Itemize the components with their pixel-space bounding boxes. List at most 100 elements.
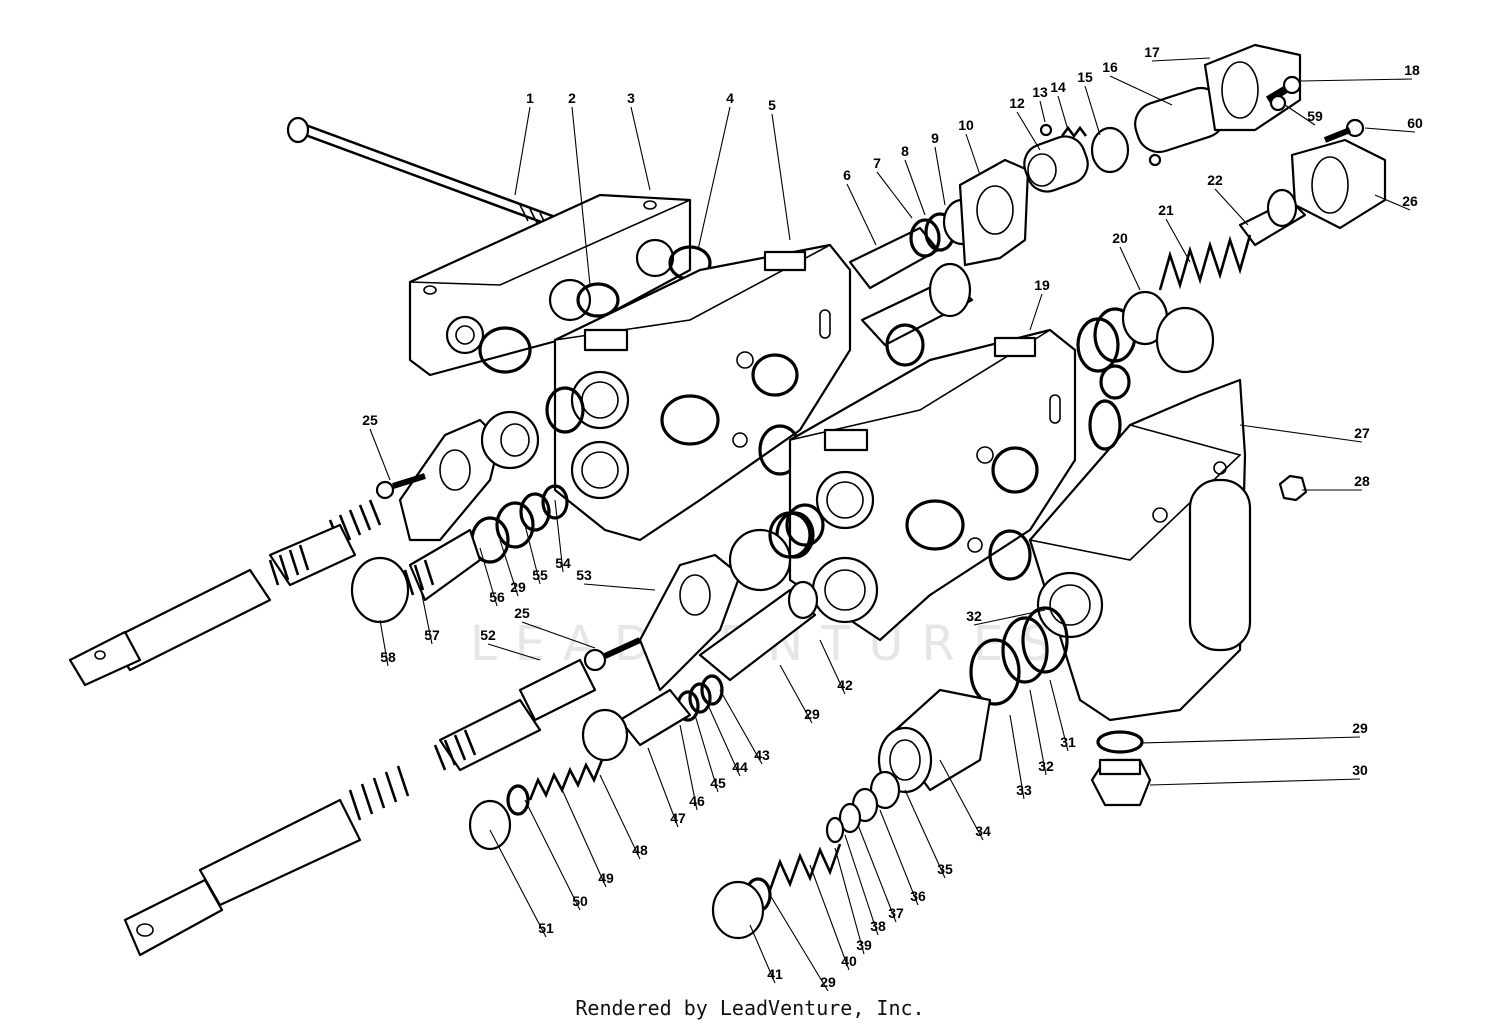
- flange-10: [958, 158, 1030, 267]
- leader-line: [1284, 104, 1316, 126]
- leader-line: [973, 609, 1046, 626]
- callout-label: 39: [856, 937, 872, 953]
- leader-line: [1374, 194, 1411, 211]
- callout-label: 48: [632, 842, 648, 858]
- callout-label: 14: [1050, 79, 1066, 95]
- callout-label: 17: [1144, 44, 1160, 60]
- callout-label: 35: [937, 861, 953, 877]
- callout-label: 7: [873, 155, 881, 171]
- leader-line: [1364, 127, 1416, 133]
- callout-label: 29: [1352, 720, 1368, 736]
- leader-line: [679, 724, 698, 811]
- leader-line: [1119, 246, 1141, 291]
- leader-line: [965, 133, 981, 176]
- leader-line: [379, 619, 389, 667]
- callout-label: 50: [572, 893, 588, 909]
- callout-label: 25: [514, 605, 530, 621]
- callout-label: 42: [837, 677, 853, 693]
- leader-line: [1029, 293, 1043, 331]
- leader-line: [769, 894, 829, 992]
- leader-line: [879, 809, 919, 906]
- leader-line: [489, 829, 547, 938]
- leader-line: [571, 106, 591, 286]
- screw-60: [1323, 118, 1365, 143]
- leader-line: [499, 539, 519, 597]
- valve-section-5: [545, 243, 852, 542]
- spring-14: [1060, 125, 1088, 139]
- leader-line: [1109, 75, 1173, 106]
- spool-42: [698, 580, 819, 682]
- callout-label: 20: [1112, 230, 1128, 246]
- plug-51: [468, 799, 512, 851]
- poppet-15: [1090, 126, 1162, 174]
- o-ring-2: [576, 282, 620, 318]
- leader-line: [583, 583, 656, 591]
- leader-line: [904, 789, 946, 879]
- callout-label: 59: [1307, 108, 1323, 124]
- relief-parts-43-48: [581, 674, 724, 762]
- leader-line: [487, 643, 541, 661]
- leader-line: [819, 639, 846, 695]
- callout-label: 8: [901, 143, 909, 159]
- callout-label: 3: [627, 90, 635, 106]
- leader-line: [719, 689, 763, 765]
- callout-label: 29: [820, 974, 836, 990]
- leader-line: [630, 106, 651, 191]
- callout-label: 5: [768, 97, 776, 113]
- plug-58: [350, 528, 482, 624]
- leader-line: [1039, 100, 1046, 123]
- callout-label: 53: [576, 567, 592, 583]
- callout-label: 12: [1009, 95, 1025, 111]
- leader-line: [524, 524, 541, 585]
- callout-label: 52: [480, 627, 496, 643]
- callout-label: 10: [958, 117, 974, 133]
- nut-28: [1278, 474, 1308, 502]
- leader-line: [1049, 679, 1069, 752]
- callout-label: 16: [1102, 59, 1118, 75]
- leader-line: [779, 664, 813, 724]
- linkage-lower: [583, 503, 825, 692]
- leader-line: [1084, 85, 1101, 136]
- callout-label: 30: [1352, 762, 1368, 778]
- spring-49: [528, 759, 604, 801]
- callout-label: 25: [362, 412, 378, 428]
- callout-label: 51: [538, 920, 554, 936]
- leader-line: [809, 864, 850, 971]
- callout-label: 21: [1158, 202, 1174, 218]
- callout-label: 19: [1034, 277, 1050, 293]
- o-ring-50: [506, 784, 530, 816]
- leader-line: [934, 146, 946, 206]
- leader-lines: [369, 57, 1416, 992]
- leader-line: [1151, 57, 1211, 62]
- leader-line: [1149, 778, 1361, 786]
- end-plate-outlet: [1028, 378, 1252, 722]
- leader-line: [939, 759, 984, 841]
- callout-label: 34: [975, 823, 991, 839]
- callout-label: 54: [555, 555, 571, 571]
- leader-line: [694, 714, 719, 793]
- leader-line: [749, 924, 776, 984]
- valve-section-19: [775, 328, 1077, 642]
- leader-line: [1057, 95, 1069, 131]
- ball-13: [1039, 123, 1053, 137]
- callout-label: 47: [670, 810, 686, 826]
- callout-label: 56: [489, 589, 505, 605]
- leader-line: [846, 183, 877, 246]
- leader-line: [554, 499, 564, 573]
- leader-line: [834, 847, 865, 955]
- callout-label: 32: [1038, 758, 1054, 774]
- callout-label: 4: [726, 90, 734, 106]
- callout-label: 29: [804, 706, 820, 722]
- bolt-18: [1265, 75, 1302, 112]
- leader-line: [1165, 218, 1191, 263]
- o-ring-inlet: [478, 326, 532, 374]
- callout-label: 49: [598, 870, 614, 886]
- callout-label: 1: [526, 90, 534, 106]
- callout-label: 43: [754, 747, 770, 763]
- callout-label: 29: [510, 579, 526, 595]
- callout-label: 2: [568, 90, 576, 106]
- callout-label: 9: [931, 130, 939, 146]
- leader-line: [697, 106, 731, 251]
- callout-label: 60: [1407, 115, 1423, 131]
- plug-30: [1090, 758, 1152, 807]
